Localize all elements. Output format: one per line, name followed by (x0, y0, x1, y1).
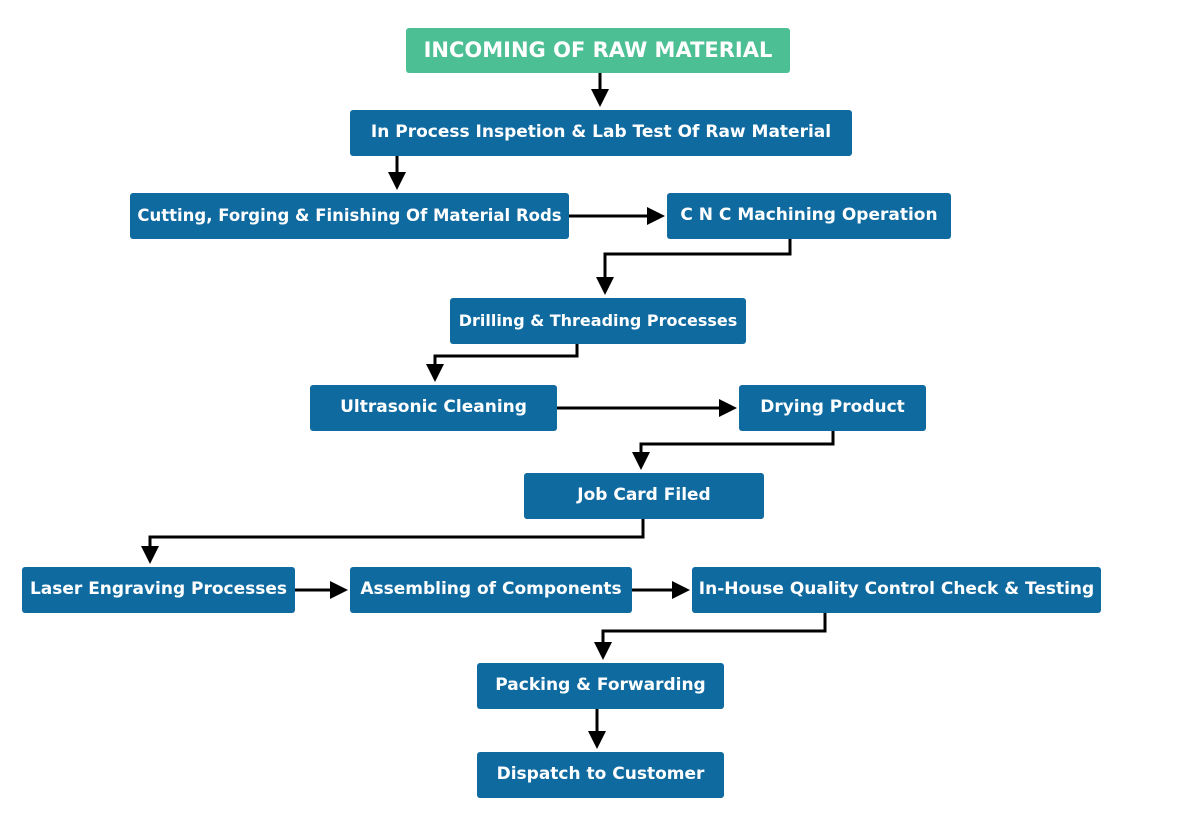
step-inspection-lab-test: In Process Inspetion & Lab Test Of Raw M… (350, 110, 852, 156)
arrow-cnc-to-drilling (596, 239, 792, 295)
step-cutting-forging: Cutting, Forging & Finishing Of Material… (130, 193, 569, 239)
step-label: Cutting, Forging & Finishing Of Material… (137, 206, 562, 225)
step-label: Packing & Forwarding (495, 675, 706, 695)
step-dispatch-customer: Dispatch to Customer (477, 752, 724, 798)
step-label: C N C Machining Operation (680, 205, 938, 225)
step-label: Drilling & Threading Processes (458, 311, 738, 330)
step-label: Laser Engraving Processes (29, 579, 288, 599)
step-label: Dispatch to Customer (496, 764, 705, 784)
step-label: INCOMING OF RAW MATERIAL (423, 38, 773, 62)
step-label: Assembling of Components (360, 579, 622, 599)
arrow-drying-to-jobcard (632, 431, 835, 470)
step-drying-product: Drying Product (739, 385, 926, 431)
step-quality-control: In-House Quality Control Check & Testing (692, 567, 1101, 613)
step-job-card-filed: Job Card Filed (524, 473, 764, 519)
step-incoming-raw-material: INCOMING OF RAW MATERIAL (406, 28, 790, 73)
step-cnc-machining: C N C Machining Operation (667, 193, 951, 239)
step-label: In Process Inspetion & Lab Test Of Raw M… (370, 122, 832, 142)
step-label: Job Card Filed (577, 485, 711, 505)
step-laser-engraving: Laser Engraving Processes (22, 567, 295, 613)
step-assembling-components: Assembling of Components (350, 567, 632, 613)
step-drilling-threading: Drilling & Threading Processes (450, 298, 746, 344)
step-packing-forwarding: Packing & Forwarding (477, 663, 724, 709)
arrow-jobcard-to-laser (141, 519, 645, 564)
step-label: Ultrasonic Cleaning (340, 397, 527, 417)
arrow-quality-to-packing (594, 613, 827, 660)
step-ultrasonic-cleaning: Ultrasonic Cleaning (310, 385, 557, 431)
step-label: Drying Product (760, 397, 905, 417)
arrow-drilling-to-ultrasonic (426, 344, 579, 382)
step-label: In-House Quality Control Check & Testing (698, 579, 1095, 599)
